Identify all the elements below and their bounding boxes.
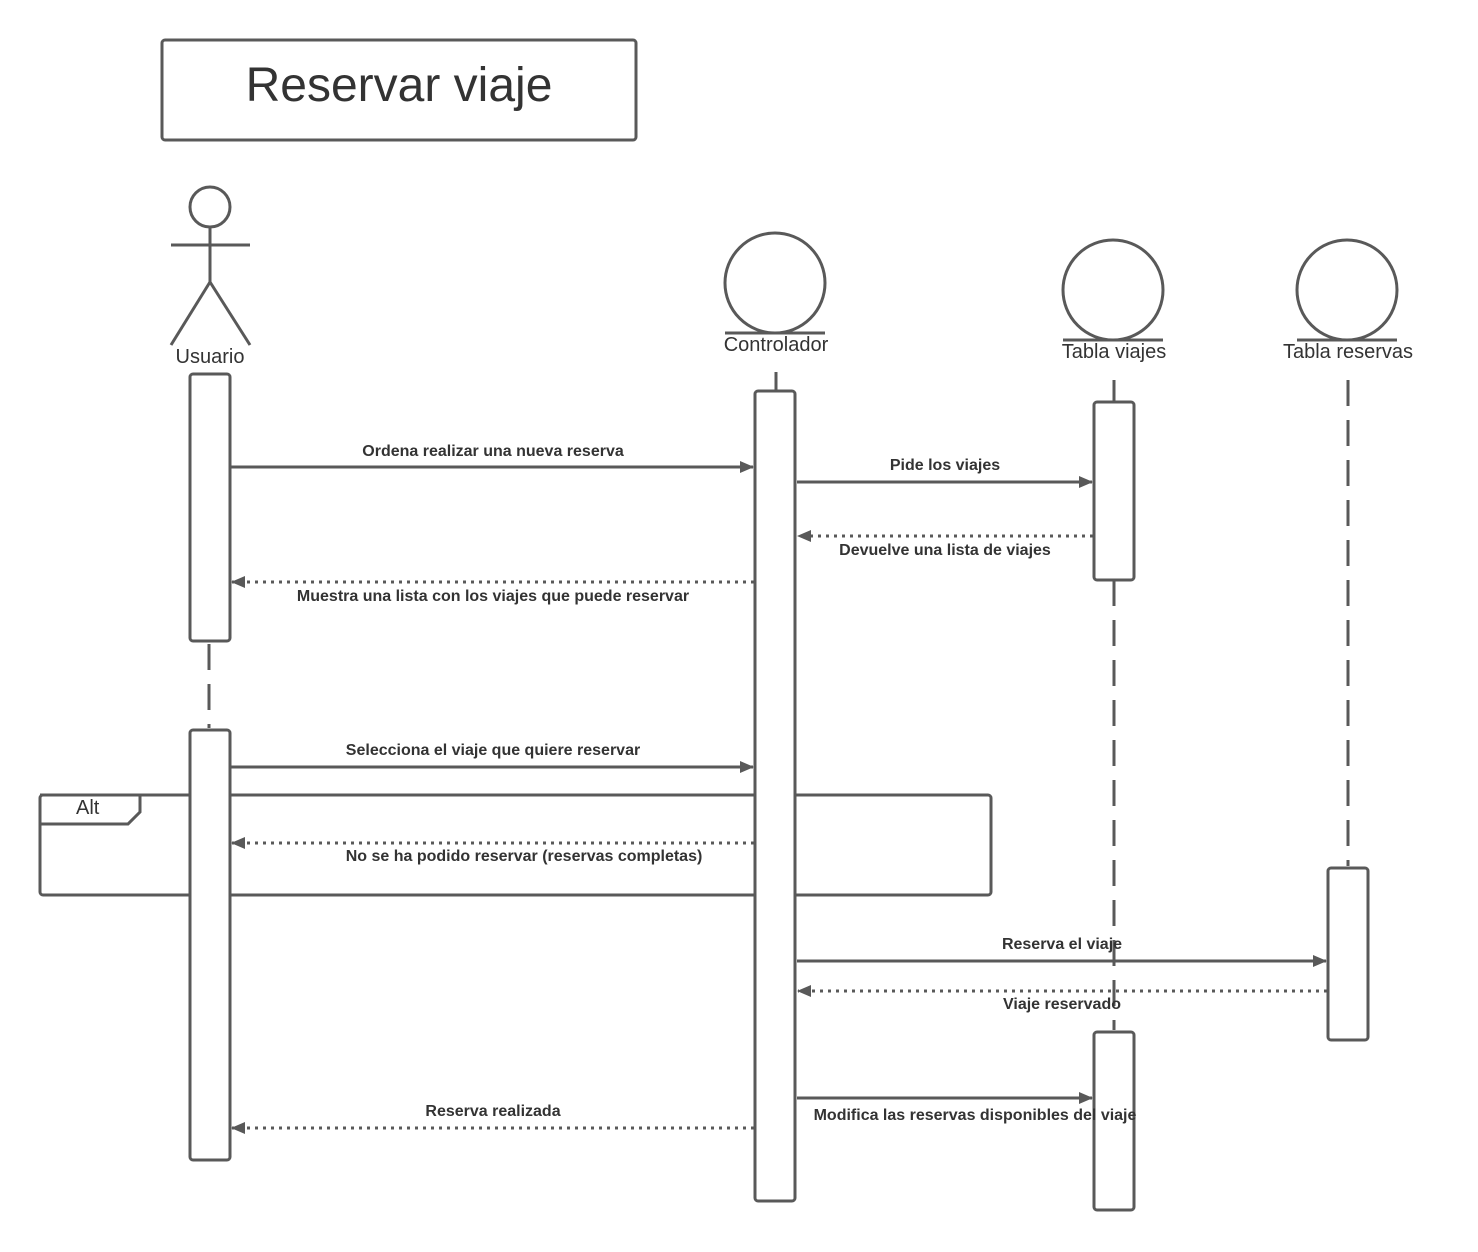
entity-icon-controlador — [723, 231, 827, 335]
message-label-2: Pide los viajes — [890, 457, 1000, 474]
diagram-title: Reservar viaje — [246, 59, 553, 112]
message-label-9: Modifica las reservas disponibles del vi… — [814, 1107, 1137, 1124]
message-label-4: Muestra una lista con los viajes que pue… — [297, 588, 689, 605]
actor-icon — [169, 185, 252, 346]
message-label-10: Reserva realizada — [425, 1103, 560, 1120]
alt-fragment-tab — [40, 793, 142, 826]
activation-controlador — [753, 389, 797, 1203]
message-label-3: Devuelve una lista de viajes — [839, 542, 1051, 559]
activation-tabla-viajes-2 — [1092, 1030, 1136, 1212]
activation-tabla-viajes-1 — [1092, 400, 1136, 582]
message-label-6: No se ha podido reservar (reservas compl… — [346, 848, 703, 865]
participant-label-usuario: Usuario — [176, 346, 245, 368]
activation-usuario-1 — [188, 372, 232, 643]
participant-label-tabla-viajes: Tabla viajes — [1062, 341, 1167, 363]
message-label-8: Viaje reservado — [1003, 996, 1121, 1013]
participant-label-controlador: Controlador — [724, 334, 829, 356]
title-box — [160, 38, 638, 142]
alt-fragment-label: Alt — [76, 797, 100, 819]
message-label-5: Selecciona el viaje que quiere reservar — [346, 742, 640, 759]
entity-icon-tabla-reservas — [1295, 238, 1399, 342]
message-label-1: Ordena realizar una nueva reserva — [362, 443, 624, 460]
participant-label-tabla-reservas: Tabla reservas — [1283, 341, 1413, 363]
activation-tabla-reservas — [1326, 866, 1370, 1042]
alt-fragment — [38, 793, 993, 897]
activation-usuario-2 — [188, 728, 232, 1162]
message-label-7: Reserva el viaje — [1002, 936, 1122, 953]
entity-icon-tabla-viajes — [1061, 238, 1165, 342]
